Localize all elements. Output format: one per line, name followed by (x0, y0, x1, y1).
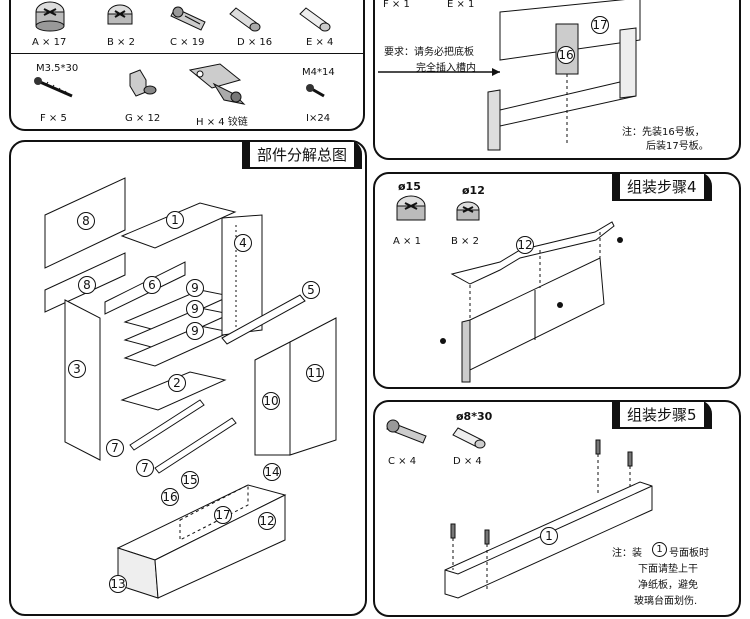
step5-title-text: 组装步骤5 (620, 402, 704, 427)
step5-note-3: 下面请垫上干 (638, 564, 698, 575)
part-1-label: 1 (166, 211, 184, 229)
hw-label-i: I×24 (306, 113, 331, 124)
part-14-label: 14 (263, 463, 281, 481)
step5-label-d: D × 4 (453, 456, 482, 467)
part-9b-label: 9 (186, 300, 204, 318)
part-9a-label: 9 (186, 279, 204, 297)
hw-spec-f: M3.5*30 (36, 63, 79, 74)
part-3-label: 3 (68, 360, 86, 378)
part-13-label: 13 (109, 575, 127, 593)
step4-title: 组装步骤4 (612, 172, 712, 201)
dowel-d-icon (229, 7, 261, 32)
step5-note-2: 号面板时 (669, 548, 709, 559)
step4-dia-a: ø15 (398, 180, 421, 193)
step5-dia-d: ø8*30 (456, 410, 493, 423)
note-line-1: 要求：请务必把底板 (384, 47, 474, 58)
dowel-e-icon (299, 7, 331, 32)
step4-part-12-label: 12 (516, 236, 534, 254)
cam-lock-large-icon (396, 195, 426, 221)
step5-label-c: C × 4 (388, 456, 417, 467)
hardware-divider (10, 53, 364, 54)
note-line-2: 完全插入槽内 (416, 63, 476, 74)
part-12-drawer-label: 12 (258, 512, 276, 530)
count-e: E × 1 (447, 0, 475, 10)
hw-label-g: G × 12 (125, 113, 161, 124)
step4-label-a: A × 1 (393, 236, 421, 247)
step4-title-text: 组装步骤4 (620, 174, 704, 199)
step5-note-5: 玻璃台面划伤. (634, 596, 698, 607)
tip-line-2: 后装17号板。 (646, 141, 709, 152)
cam-bolt-icon (386, 419, 427, 444)
part-17-drawer-label: 17 (214, 506, 232, 524)
hw-label-e: E × 4 (306, 37, 334, 48)
step4-label-b: B × 2 (451, 236, 479, 247)
part-17-label: 17 (591, 16, 609, 34)
step5-note-part: 1 (652, 542, 667, 557)
step5-title: 组装步骤5 (612, 400, 712, 429)
step5-note-1: 注：装 (612, 548, 642, 559)
part-2-label: 2 (168, 374, 186, 392)
part-11-label: 11 (306, 364, 324, 382)
count-f: F × 1 (383, 0, 410, 10)
step5-note-4: 净纸板，避免 (638, 580, 698, 591)
hw-spec-i: M4*14 (302, 67, 335, 78)
hinge-h-icon (188, 63, 246, 105)
part-6-label: 6 (143, 276, 161, 294)
dowel-icon (452, 427, 486, 449)
part-16-label: 16 (557, 46, 575, 64)
cam-lock-b-icon (107, 4, 133, 25)
hw-label-f: F × 5 (40, 113, 67, 124)
bracket-g-icon (129, 69, 157, 97)
part-15-label: 15 (181, 471, 199, 489)
part-7a-label: 7 (106, 439, 124, 457)
cam-lock-a-icon (35, 1, 65, 32)
exploded-title-text: 部件分解总图 (250, 142, 355, 167)
exploded-title: 部件分解总图 (242, 140, 363, 169)
hw-label-c: C × 19 (170, 37, 205, 48)
part-9c-label: 9 (186, 322, 204, 340)
part-8b-label: 8 (78, 276, 96, 294)
part-16-drawer-label: 16 (161, 488, 179, 506)
part-4-label: 4 (234, 234, 252, 252)
part-8a-label: 8 (77, 212, 95, 230)
step5-panel (373, 400, 741, 617)
part-10-label: 10 (262, 392, 280, 410)
screw-i-icon (306, 84, 325, 98)
step4-dia-b: ø12 (462, 184, 485, 197)
hw-label-a: A × 17 (32, 37, 67, 48)
tip-line-1: 注：先装16号板， (622, 127, 705, 138)
screw-f-icon (34, 77, 73, 98)
hw-label-d: D × 16 (237, 37, 273, 48)
part-7b-label: 7 (136, 459, 154, 477)
part-5-label: 5 (302, 281, 320, 299)
cam-lock-small-icon (456, 201, 480, 221)
hw-label-b: B × 2 (107, 37, 135, 48)
hw-label-h: H × 4 铰链 (196, 117, 248, 128)
step5-part-1-label: 1 (540, 527, 558, 545)
cam-bolt-c-icon (170, 6, 206, 31)
